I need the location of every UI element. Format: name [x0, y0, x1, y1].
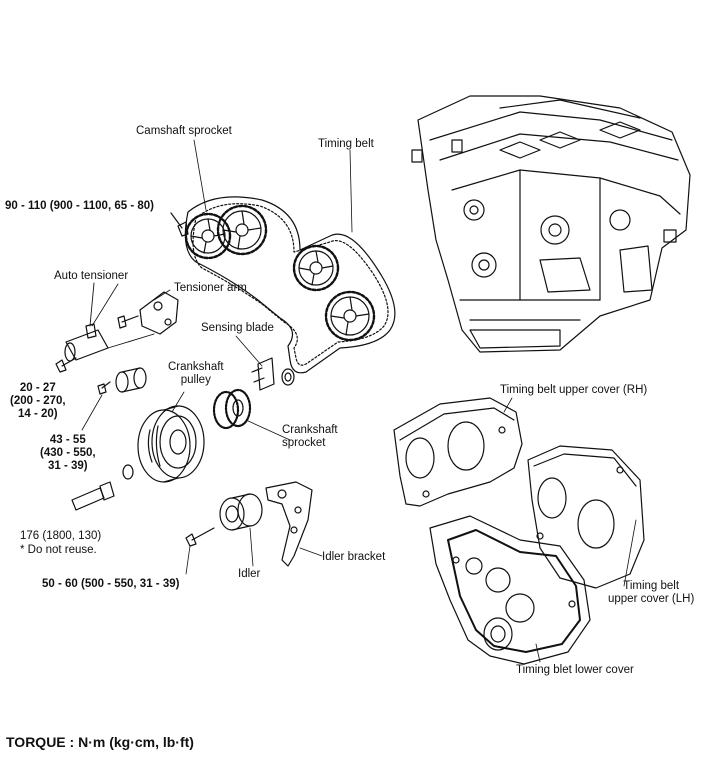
crankshaft-sprocket-label: Crankshaft sprocket [282, 424, 338, 449]
camshaft-sprocket-right-2 [324, 290, 376, 342]
tensioner-pulley-illustration [97, 367, 147, 395]
lower-cover-label: Timing blet lower cover [516, 664, 634, 676]
idler-bracket-illustration [265, 481, 313, 567]
auto-tensioner-label: Auto tensioner [54, 270, 129, 282]
auto-tensioner-illustration [64, 282, 155, 362]
leader-lines [81, 139, 637, 663]
idler-label: Idler [238, 568, 261, 580]
idler-pulley-torque-label: 43 - 55 (430 - 550, 31 - 39) [40, 434, 96, 472]
idler-illustration [185, 493, 263, 547]
timing-belt-illustration [184, 196, 396, 374]
idler-bracket-torque-label: 50 - 60 (500 - 550, 31 - 39) [42, 578, 180, 590]
torque-units-caption: TORQUE : N·m (kg·cm, lb·ft) [6, 734, 194, 750]
upper-cover-lh-illustration [527, 445, 645, 589]
crankshaft-pulley-illustration [137, 405, 205, 483]
tensioner-arm-illustration [117, 291, 179, 335]
camshaft-sprocket-left-2 [216, 204, 268, 256]
camshaft-sprocket-right-1 [292, 244, 340, 292]
tensioner-bolt-torque-label: 20 - 27 (200 - 270, 14 - 20) [10, 382, 66, 420]
camshaft-sprocket-left-1 [184, 212, 232, 260]
upper-cover-rh-illustration [393, 397, 523, 507]
idler-bracket-label: Idler bracket [322, 551, 386, 563]
upper-cover-lh-label: Timing belt upper cover (LH) [608, 580, 695, 605]
crank-bolt-torque-label: 176 (1800, 130) [20, 530, 102, 542]
tensioner-arm-label: Tensioner arm [174, 282, 247, 294]
crank-bolt-illustration [71, 464, 134, 511]
engine-block-illustration [411, 95, 691, 353]
crankshaft-sprocket-illustration [212, 388, 252, 430]
sensing-blade-illustration [251, 357, 295, 391]
timing-belt-label: Timing belt [318, 138, 374, 150]
camshaft-bolt-torque-label: 90 - 110 (900 - 1100, 65 - 80) [5, 200, 154, 212]
sensing-blade-label: Sensing blade [201, 322, 274, 334]
tensioner-bolt-illustration [55, 357, 77, 373]
upper-cover-rh-label: Timing belt upper cover (RH) [500, 384, 648, 396]
camshaft-bolt-illustration [170, 212, 189, 237]
crankshaft-pulley-label: Crankshaft pulley [168, 361, 224, 386]
camshaft-sprocket-label: Camshaft sprocket [136, 125, 232, 137]
do-not-reuse-note: * Do not reuse. [20, 544, 97, 556]
lower-cover-illustration [429, 515, 591, 665]
